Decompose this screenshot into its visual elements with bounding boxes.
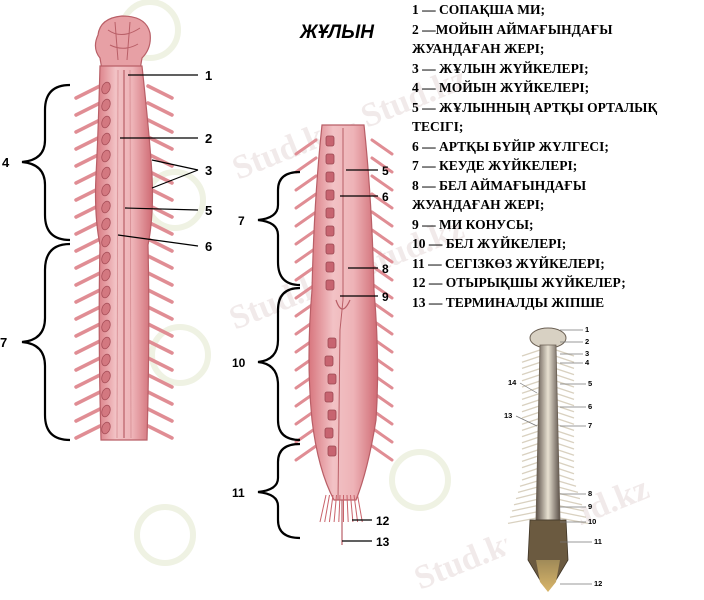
photo-label: 7: [588, 421, 592, 430]
left-figure-labels: 1 2 3 5 6 4 7: [0, 68, 212, 350]
label-6: 6: [382, 190, 389, 204]
brace-label-4: 4: [2, 155, 10, 170]
legend-item: ТЕСІГІ;: [412, 119, 464, 134]
brace-label-10: 10: [232, 356, 246, 370]
photo-label: 5: [588, 379, 592, 388]
brace-mid-10: [257, 286, 301, 442]
legend-item: 6 — АРТҚЫ БҮЙІР ЖҮЛГЕСІ;: [412, 138, 609, 154]
medulla-oblongata: [94, 15, 151, 71]
leader-lines: [117, 74, 378, 542]
anatomical-photograph: [505, 327, 592, 592]
legend-item: 12 — ОТЫРЫҚШЫ ЖҮЙКЕЛЕР;: [412, 275, 626, 290]
label-3: 3: [205, 163, 212, 178]
braces: [21, 83, 301, 540]
photo-label: 9: [588, 502, 592, 511]
photo-label: 12: [594, 579, 602, 588]
legend-item: ЖУАНДАҒАН ЖЕРІ;: [412, 197, 545, 212]
label-5: 5: [382, 164, 389, 178]
legend-item: 10 — БЕЛ ЖҮЙКЕЛЕРІ;: [412, 236, 567, 251]
legend-item: 8 — БЕЛ АЙМАҒЫНДАҒЫ: [412, 177, 587, 193]
legend-item: 4 — МОЙЫН ЖҮЙКЕЛЕРІ;: [412, 80, 590, 95]
legend-item: 9 — МИ КОНУСЫ;: [412, 216, 534, 232]
brace-label-11: 11: [232, 486, 245, 500]
photo-label: 8: [588, 489, 592, 498]
legend-item: 11 — СЕГІЗКӨЗ ЖҮЙКЕЛЕРІ;: [412, 255, 605, 271]
photo-label: 14: [508, 378, 517, 387]
label-2: 2: [205, 131, 212, 146]
label-6: 6: [205, 239, 212, 254]
legend-item: 7 — КЕУДЕ ЖҮЙКЕЛЕРІ;: [412, 158, 578, 173]
spinal-cord-lower: [308, 124, 379, 501]
photo-label: 4: [585, 358, 590, 367]
photo-label: 2: [585, 337, 589, 346]
legend-item: 2 —МОЙЫН АЙМАҒЫНДАҒЫ: [412, 21, 613, 37]
photo-label: 3: [585, 349, 589, 358]
brace-label-7: 7: [0, 335, 7, 350]
brace-mid-7: [257, 170, 301, 287]
cervical-thoracic-cord-illustration: [74, 15, 174, 441]
figure-title: ЖҰЛЫН: [300, 22, 374, 43]
photo-label: 6: [588, 402, 592, 411]
photo-label: 13: [504, 411, 512, 420]
brace-left-4: [21, 83, 71, 242]
middle-figure-labels: 5 6 8 9 12 13 7 10 11: [232, 164, 390, 549]
brace-mid-11: [257, 442, 301, 540]
label-8: 8: [382, 262, 389, 276]
label-9: 9: [382, 290, 389, 304]
label-13: 13: [376, 535, 390, 549]
legend: 1 — СОПАҚША МИ; 2 —МОЙЫН АЙМАҒЫНДАҒЫ ЖУА…: [412, 0, 704, 312]
legend-item: 1 — СОПАҚША МИ;: [412, 2, 545, 17]
brace-label-7: 7: [238, 214, 245, 228]
label-1: 1: [205, 68, 212, 83]
legend-item: 3 — ЖҰЛЫН ЖҮЙКЕЛЕРІ;: [412, 60, 589, 76]
legend-item: ЖУАНДАҒАН ЖЕРІ;: [412, 41, 545, 56]
legend-item: 5 — ЖҰЛЫННЫҢ АРТҚЫ ОРТАЛЫҚ: [412, 99, 658, 115]
label-12: 12: [376, 514, 390, 528]
photo-label: 1: [585, 325, 589, 334]
label-5: 5: [205, 203, 212, 218]
photo-label: 11: [594, 537, 602, 546]
brace-left-7: [21, 242, 71, 442]
photo-label: 10: [588, 517, 596, 526]
legend-item: 13 — ТЕРМИНАЛДЫ ЖІПШЕ: [412, 294, 605, 310]
lumbar-sacral-cord-illustration: [294, 124, 394, 545]
